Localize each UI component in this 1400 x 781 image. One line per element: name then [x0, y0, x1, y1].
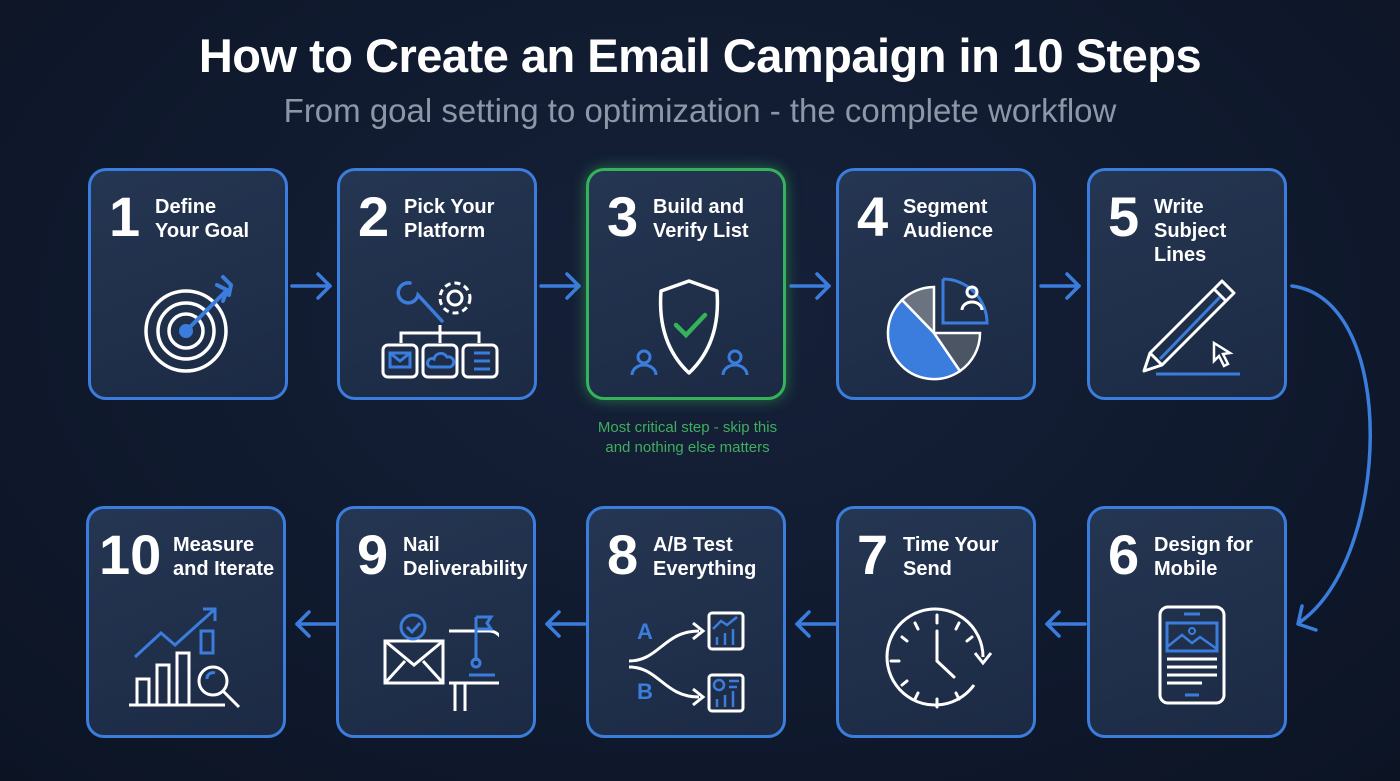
curved-arrow-icon: [1290, 284, 1372, 632]
svg-text:B: B: [637, 679, 653, 704]
arrow-left-icon: [295, 610, 337, 638]
arrow-left-icon: [545, 610, 587, 638]
svg-text:A: A: [637, 619, 653, 644]
step-number: 3: [607, 185, 639, 248]
arrow-left-icon: [795, 610, 837, 638]
pie-chart-user-icon: [886, 277, 989, 381]
arrow-right-icon: [539, 272, 581, 300]
mobile-phone-icon: [1158, 605, 1226, 705]
step-number: 8: [607, 523, 639, 586]
step-number: 1: [109, 185, 141, 248]
target-icon: [144, 275, 234, 373]
arrow-right-icon: [789, 272, 831, 300]
pencil-cursor-icon: [1142, 279, 1240, 376]
step-number: 9: [357, 523, 389, 586]
step-number: 7: [857, 523, 889, 586]
step-number: 6: [1108, 523, 1140, 586]
step-number: 5: [1108, 185, 1140, 248]
arrow-right-icon: [290, 272, 332, 300]
clock-icon: [885, 607, 993, 709]
ab-split-icon: A B: [629, 611, 745, 713]
mailbox-icon: [383, 613, 499, 711]
analytics-magnifier-icon: [129, 607, 241, 709]
arrow-right-icon: [1039, 272, 1081, 300]
step-number: 10: [99, 523, 162, 586]
step-number: 4: [857, 185, 889, 248]
tools-platform-icon: [381, 281, 499, 379]
page-subtitle: From goal setting to optimization - the …: [283, 92, 1117, 129]
step-number: 2: [358, 185, 390, 248]
arrow-left-icon: [1045, 610, 1087, 638]
shield-check-icon: [630, 279, 749, 376]
page-title: How to Create an Email Campaign in 10 St…: [198, 29, 1202, 82]
